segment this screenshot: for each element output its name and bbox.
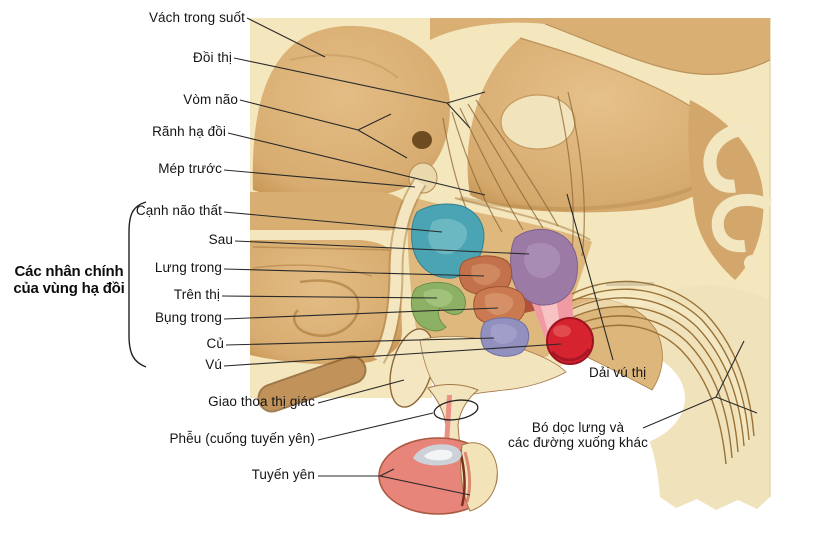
leader-vom-nao <box>239 99 408 159</box>
leader-mep-truoc <box>223 169 416 188</box>
nuclei-group-label-line2: của vùng hạ đồi <box>13 280 125 297</box>
label-bo-doc-lung-line1: Bó dọc lưng và <box>531 420 625 435</box>
label-canh-nao-that: Cạnh não thất <box>135 203 222 218</box>
label-pheu: Phễu (cuống tuyến yên) <box>169 431 315 446</box>
nuclei-group-label-line1: Các nhân chính <box>14 263 124 280</box>
leader-vach-trong-suot <box>246 17 326 58</box>
nuclei-group-label: Các nhân chính của vùng hạ đồi <box>6 263 132 297</box>
leader-canh-nao-that <box>223 211 443 233</box>
label-lung-trong: Lưng trong <box>154 260 222 275</box>
leader-sau <box>234 240 530 255</box>
leader-lung-trong <box>223 268 485 277</box>
label-ranh-ha-doi: Rãnh hạ đồi <box>152 124 226 139</box>
label-vach-trong-suot: Vách trong suốt <box>148 10 245 25</box>
subcallosal-bar <box>250 192 411 231</box>
infundibulum-annotation-ellipse <box>433 399 479 421</box>
leader-bung-trong <box>223 307 499 320</box>
midbrain-curls <box>688 100 773 280</box>
label-bung-trong: Bụng trong <box>154 310 222 325</box>
interventricular-foramen-spot <box>412 131 432 149</box>
thalamus-region <box>459 37 729 213</box>
septum-pellucidum-region <box>252 25 450 199</box>
fornix-column <box>371 177 427 364</box>
leader-giao-thoa <box>317 379 405 404</box>
leader-doi-thi <box>233 57 486 129</box>
leader-tuyen-yen <box>318 468 471 496</box>
label-tuyen-yen: Tuyến yên <box>251 467 315 482</box>
leader-pheu <box>317 412 434 441</box>
leader-tren-thi <box>221 295 438 299</box>
leader-bo-doc-lung <box>642 340 758 429</box>
hypothalamic-sulcus-crease <box>454 197 591 241</box>
corpus-callosum-strip <box>430 18 770 75</box>
hypothalamic-fiber-fan <box>442 91 585 257</box>
leader-lines <box>221 17 758 496</box>
mammillary-body <box>546 317 594 365</box>
leader-dai-vu-thi <box>566 193 614 361</box>
label-sau: Sau <box>208 232 233 247</box>
pituitary-gland <box>378 437 498 515</box>
label-vom-nao: Vòm não <box>183 92 238 107</box>
leader-cu <box>225 337 495 346</box>
label-vu: Vú <box>205 357 222 372</box>
tiny-signature-smudge <box>606 282 654 286</box>
label-bo-doc-lung: Bó dọc lưng và các đường xuống khác <box>492 420 664 450</box>
label-mep-truoc: Mép trước <box>158 161 222 176</box>
label-bo-doc-lung-line2: các đường xuống khác <box>508 435 648 451</box>
label-giao-thoa-thi-giac: Giao thoa thị giác <box>208 394 315 409</box>
leader-ranh-ha-doi <box>227 132 486 196</box>
label-tren-thi: Trên thị <box>173 287 220 302</box>
hypothalamic-nuclei <box>411 203 578 357</box>
leader-vu <box>223 343 562 367</box>
nuclei-group-bracket <box>128 201 147 368</box>
label-doi-thi: Đồi thị <box>193 50 232 65</box>
label-cu: Củ <box>206 336 224 351</box>
label-dai-vu-thi: Dải vú thị <box>589 365 647 380</box>
